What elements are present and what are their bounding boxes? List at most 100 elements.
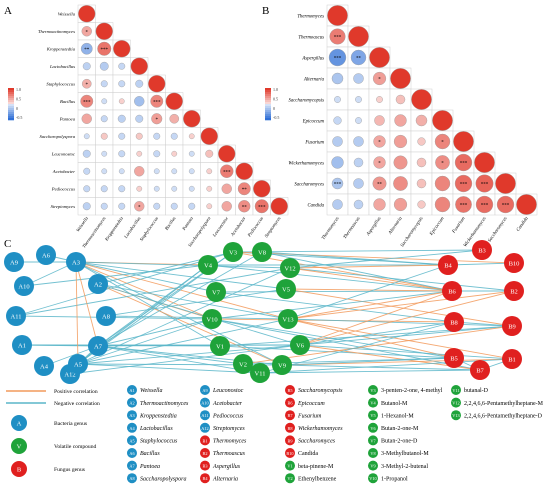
column-label: Staphylococcus (139, 216, 160, 242)
node-circle (210, 336, 230, 356)
node-label: V11 (255, 371, 266, 378)
correlation-circle (153, 132, 161, 140)
column-label: Acetobacter (229, 216, 247, 238)
key-name: Candida (298, 451, 318, 457)
correlation-circle (235, 162, 253, 180)
colorbar-step (265, 96, 271, 99)
significance-mark: * (378, 141, 381, 146)
node-label: V2 (239, 362, 247, 369)
significance-mark: *** (481, 204, 489, 209)
key-code: V6 (370, 426, 376, 431)
key-node (451, 385, 461, 395)
node-label: V9 (278, 363, 286, 370)
column-label: Streptomyces (264, 216, 282, 239)
correlation-circle (393, 155, 408, 170)
row-label: Weissella (58, 12, 76, 17)
column-label: Alternaria (387, 216, 403, 237)
colorbar-step (265, 94, 271, 97)
network-node: V6 (290, 335, 310, 355)
node-circle (444, 312, 464, 332)
correlation-circle (331, 72, 344, 85)
network-node: V13 (278, 309, 298, 329)
column-label: Pantoea (181, 215, 195, 232)
node-circle (444, 348, 464, 368)
colorbar-step (265, 102, 271, 105)
correlation-circle (475, 195, 494, 214)
node-label: A8 (102, 314, 110, 321)
correlation-circle (153, 185, 160, 192)
node-circle (36, 245, 56, 265)
key-code: B8 (287, 426, 292, 431)
key-node (368, 473, 378, 484)
node-circle (88, 274, 108, 294)
positive-edge (281, 358, 513, 366)
key-name: 3-Methyl-2-butenal (381, 464, 428, 470)
correlation-circle (188, 168, 195, 175)
correlation-circle (495, 173, 516, 194)
correlation-circle (82, 202, 91, 211)
node-circle (233, 354, 253, 374)
network-node: B6 (442, 281, 462, 301)
row-label: Staphylococcus (46, 82, 75, 87)
correlation-circle (136, 185, 143, 192)
key-name: Butanol-M (381, 401, 408, 407)
positive-edge (287, 290, 515, 320)
column-label: Saccharomycopsis (400, 216, 425, 248)
correlation-circle (270, 197, 288, 215)
volatile-legend-swatch (11, 438, 27, 454)
column-label: Aspergillus (366, 216, 383, 238)
node-circle (66, 252, 86, 272)
colorbar-step (8, 100, 14, 103)
row-label: Pantoea (59, 117, 76, 122)
key-name: Pantoea (139, 464, 160, 470)
correlation-circle (148, 75, 166, 93)
row-label: Acetobacter (52, 169, 75, 174)
node-label: A2 (94, 282, 102, 289)
node-label: A12 (64, 372, 75, 379)
correlation-circle (434, 196, 451, 213)
negative-edge (75, 261, 217, 293)
node-label: A5 (74, 362, 82, 369)
node-label: V4 (204, 263, 213, 270)
node-circle (502, 349, 522, 369)
correlation-circle (135, 132, 143, 140)
significance-mark: *** (101, 48, 109, 53)
key-node (368, 435, 378, 446)
correlation-circle (82, 62, 91, 71)
node-circle (252, 242, 272, 262)
correlation-circle (200, 127, 218, 145)
correlation-circle (118, 150, 126, 158)
positive-edge (299, 290, 453, 346)
colorbar-step (265, 90, 271, 93)
key-name: 3-Methylbutanol-M (381, 451, 429, 457)
key-code: V13 (452, 413, 459, 418)
node-label: B6 (448, 289, 456, 296)
network-node: V12 (280, 258, 300, 278)
node-label: B5 (450, 356, 458, 363)
network-node: A1 (12, 335, 32, 355)
key-name: Leuconostoc (212, 388, 244, 394)
key-code: V11 (452, 388, 459, 393)
colorbar-tick: 0 (16, 106, 18, 111)
colorbar-tick: 1.0 (16, 87, 21, 92)
colorbar-step (265, 114, 271, 117)
network-node: B8 (444, 312, 464, 332)
colorbar-step (265, 118, 271, 121)
positive-legend-label: Positive correlation (54, 389, 98, 395)
key-node (368, 397, 378, 408)
network-node: B10 (504, 253, 524, 273)
node-circle (442, 281, 462, 301)
network-node: A7 (88, 336, 108, 356)
key-code: A6 (129, 451, 135, 456)
correlation-circle (81, 113, 92, 124)
correlation-circle (415, 114, 428, 127)
correlation-circle (100, 80, 108, 88)
correlation-circle (332, 199, 343, 210)
correlation-circle (188, 133, 195, 140)
node-circle (96, 306, 116, 326)
negative-edge (77, 363, 261, 374)
